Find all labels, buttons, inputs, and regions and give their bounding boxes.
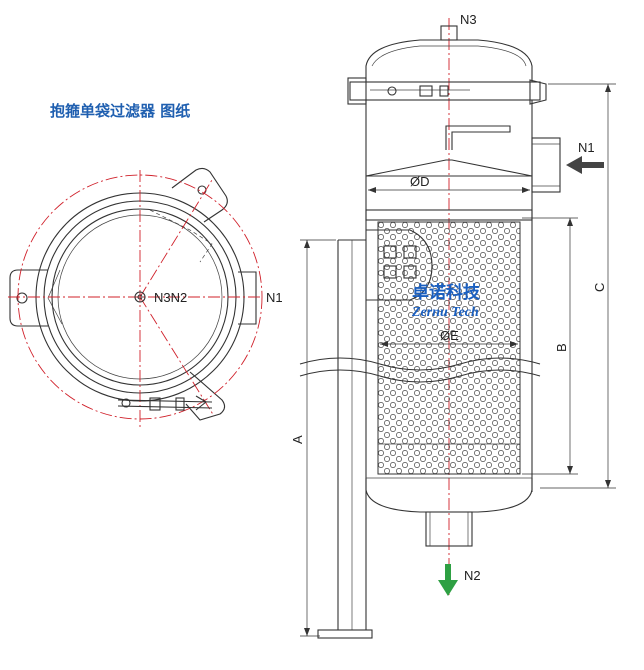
clamp-bolt-assembly: [117, 395, 213, 411]
perforated-basket: [377, 221, 521, 475]
basket-top-rim: [365, 209, 533, 221]
bolt-4: [403, 265, 417, 279]
n2-nozzle: [425, 511, 473, 547]
n2-outlet-arrow: [438, 564, 458, 596]
drawing-title: 抱箍单袋过滤器 图纸: [50, 102, 191, 120]
dome-lid: [365, 39, 533, 82]
break-line-1: [299, 357, 541, 371]
side-n1-label: N1: [578, 140, 595, 155]
bolt-3: [403, 245, 417, 259]
right-lug: [238, 271, 257, 325]
n1-nozzle: [531, 137, 561, 193]
side-view: ØD ØE: [290, 12, 616, 639]
lid-clamp-band: [349, 81, 541, 101]
dim-c-label: C: [592, 283, 607, 292]
clamp-dashed-hinge: [149, 209, 213, 263]
top-view-diagonal-centerline-1: [139, 179, 213, 298]
clamp-latch: [529, 79, 547, 105]
leg-foot-plate: [317, 629, 373, 639]
top-right-ear: [171, 167, 228, 223]
bolt-2: [383, 265, 397, 279]
internal-inlet-pipe: [445, 125, 511, 150]
bolt-1: [383, 245, 397, 259]
dim-e-label: ØE: [440, 328, 459, 343]
dim-a-label: A: [290, 435, 305, 444]
n1-inlet-arrow: [566, 156, 604, 174]
side-n3-label: N3: [460, 12, 477, 27]
left-lug: [9, 269, 48, 327]
dim-b-label: B: [554, 343, 569, 352]
top-view-diagonal-centerline-2: [139, 296, 215, 417]
top-view-n1-label: N1: [266, 290, 283, 305]
bottom-right-ear: [185, 371, 226, 421]
clamp-band-segment: [47, 269, 63, 325]
break-line-2: [299, 369, 541, 383]
basket-support: [365, 159, 533, 177]
center-nozzle-inner: [137, 294, 143, 300]
top-view: N3N2 N1: [8, 167, 283, 428]
center-nozzle-outer: [134, 291, 146, 303]
clamp-hinge-block: [347, 77, 367, 105]
dome-lid-inner: [371, 45, 527, 67]
top-view-center-label: N3N2: [154, 290, 187, 305]
bracket-plate: [366, 229, 433, 301]
left-lug-hole: [16, 292, 28, 304]
watermark-en: Zernu Tech: [411, 305, 479, 320]
dim-d-label: ØD: [410, 174, 430, 189]
watermark-cn: 卓诺科技: [412, 282, 481, 303]
side-n2-label: N2: [464, 568, 481, 583]
